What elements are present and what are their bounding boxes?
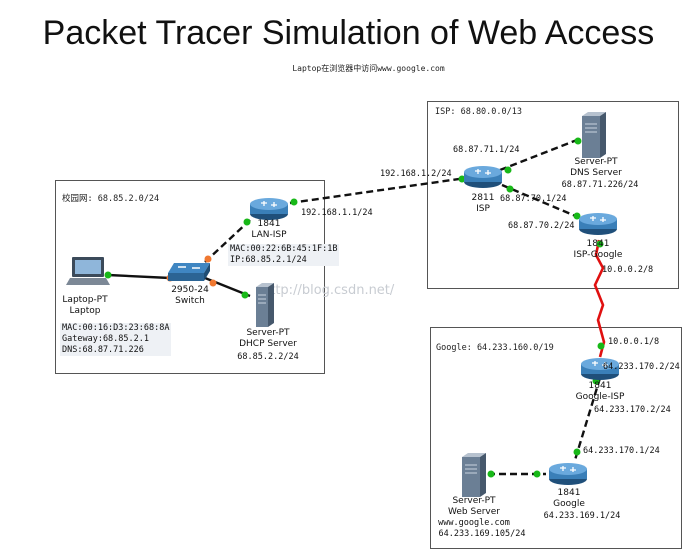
dns-server-icon [582, 112, 606, 158]
status-dot [506, 185, 514, 193]
laptop-mac: MAC:00:16:D3:23:68:8A [62, 323, 170, 333]
status-dot [504, 166, 512, 174]
lan-isp-router-icon [250, 198, 288, 220]
dhcp-server-icon [256, 283, 274, 327]
link-lan-isp-isp [289, 176, 467, 205]
lan-isp-ip: IP:68.85.2.1/24 [230, 255, 307, 265]
link-google-isp-google [573, 377, 602, 461]
laptop-type-label: Laptop-PT [62, 295, 108, 305]
web-name-label: Web Server [448, 507, 500, 517]
laptop-icon [66, 257, 110, 285]
status-dot [458, 175, 466, 183]
isp-zone-label: ISP: 68.80.0.0/13 [435, 107, 522, 117]
web-ip-label: 64.233.169.105/24 [438, 529, 526, 539]
dns-name-label: DNS Server [570, 168, 622, 178]
status-dot [243, 218, 251, 226]
google-router-icon [549, 463, 587, 485]
lan-isp-info-box: MAC:00:22:6B:45:1F:1B IP:68.85.2.1/24 [228, 244, 340, 266]
web-server-icon [462, 453, 486, 497]
isp-google-in-ip: 68.87.70.2/24 [508, 221, 575, 231]
google-network-zone [430, 327, 682, 549]
dhcp-ip-label: 68.85.2.2/24 [237, 352, 299, 362]
isp-name-label: ISP [476, 204, 490, 214]
google-isp-serial-ip: 10.0.0.1/8 [608, 337, 660, 347]
status-dot [241, 291, 249, 299]
link-status-dots [104, 137, 605, 478]
laptop-dns: DNS:68.87.71.226 [62, 345, 144, 355]
google-up-ip: 64.233.170.1/24 [583, 446, 660, 456]
dhcp-type-label: Server-PT [246, 328, 290, 338]
status-dot [209, 279, 217, 287]
status-dot [487, 470, 495, 478]
web-domain-label: www.google.com [438, 518, 510, 528]
status-dot [104, 271, 112, 279]
google-down-ip: 64.233.169.1/24 [543, 511, 621, 521]
status-dot [596, 240, 604, 248]
link-laptop-switch [107, 273, 171, 280]
google-isp-name-label: Google-ISP [575, 392, 625, 402]
page-subtitle: Laptop在浏览器中访问www.google.com [292, 64, 445, 73]
page-title: Packet Tracer Simulation of Web Access [42, 14, 655, 52]
status-dot [574, 137, 582, 145]
web-type-label: Server-PT [452, 496, 496, 506]
dhcp-name-label: DHCP Server [239, 339, 297, 349]
lan-isp-name-label: LAN-ISP [251, 230, 287, 240]
isp-router-icon [464, 166, 502, 188]
serial-link-isp-google [593, 239, 606, 358]
laptop-name-label: Laptop [69, 306, 101, 316]
isp-to-isp-google-ip: 68.87.70.1/24 [500, 194, 567, 204]
lan-isp-wan-ip: 192.168.1.1/24 [301, 208, 373, 218]
dns-type-label: Server-PT [574, 157, 618, 167]
status-dot [290, 198, 298, 206]
isp-google-serial-ip: 10.0.0.2/8 [602, 265, 654, 275]
google-isp-router-icon [581, 358, 619, 380]
switch-type-label: 2950-24 [171, 285, 209, 295]
isp-wan-ip: 192.168.1.2/24 [380, 169, 452, 179]
google-type-label: 1841 [557, 488, 581, 498]
isp-google-name-label: ISP-Google [573, 250, 623, 260]
switch-icon [168, 263, 210, 281]
lan-isp-mac: MAC:00:22:6B:45:1F:1B [230, 244, 338, 254]
isp-google-router-icon [579, 213, 617, 235]
status-dot [533, 470, 541, 478]
google-name-label: Google [553, 499, 585, 509]
link-isp-isp-google [501, 183, 586, 222]
campus-zone-label: 校园网: 68.85.2.0/24 [62, 194, 160, 204]
lan-isp-type-label: 1841 [257, 219, 281, 229]
isp-google-type-label: 1841 [586, 239, 610, 249]
dns-ip-label: 68.87.71.226/24 [561, 180, 639, 190]
status-dot [597, 342, 605, 350]
status-dot [573, 448, 581, 456]
isp-dns-side-ip: 68.87.71.1/24 [453, 145, 520, 155]
isp-network-zone [427, 101, 679, 289]
laptop-gateway: Gateway:68.85.2.1 [62, 334, 149, 344]
status-dot [573, 212, 581, 220]
watermark-text: http://blog.csdn.net/ [262, 283, 395, 298]
google-isp-type-label: 1841 [588, 381, 612, 391]
isp-type-label: 2811 [471, 193, 495, 203]
status-dot [204, 255, 212, 263]
google-isp-lan-ip-2: 64.233.170.2/24 [594, 405, 671, 415]
laptop-info-box: MAC:00:16:D3:23:68:8A Gateway:68.85.2.1 … [60, 323, 172, 356]
google-isp-lan-ip-1: 64.233.170.2/24 [603, 362, 680, 372]
switch-name-label: Switch [175, 296, 205, 306]
link-isp-dns [499, 136, 583, 172]
google-zone-label: Google: 64.233.160.0/19 [436, 343, 554, 353]
